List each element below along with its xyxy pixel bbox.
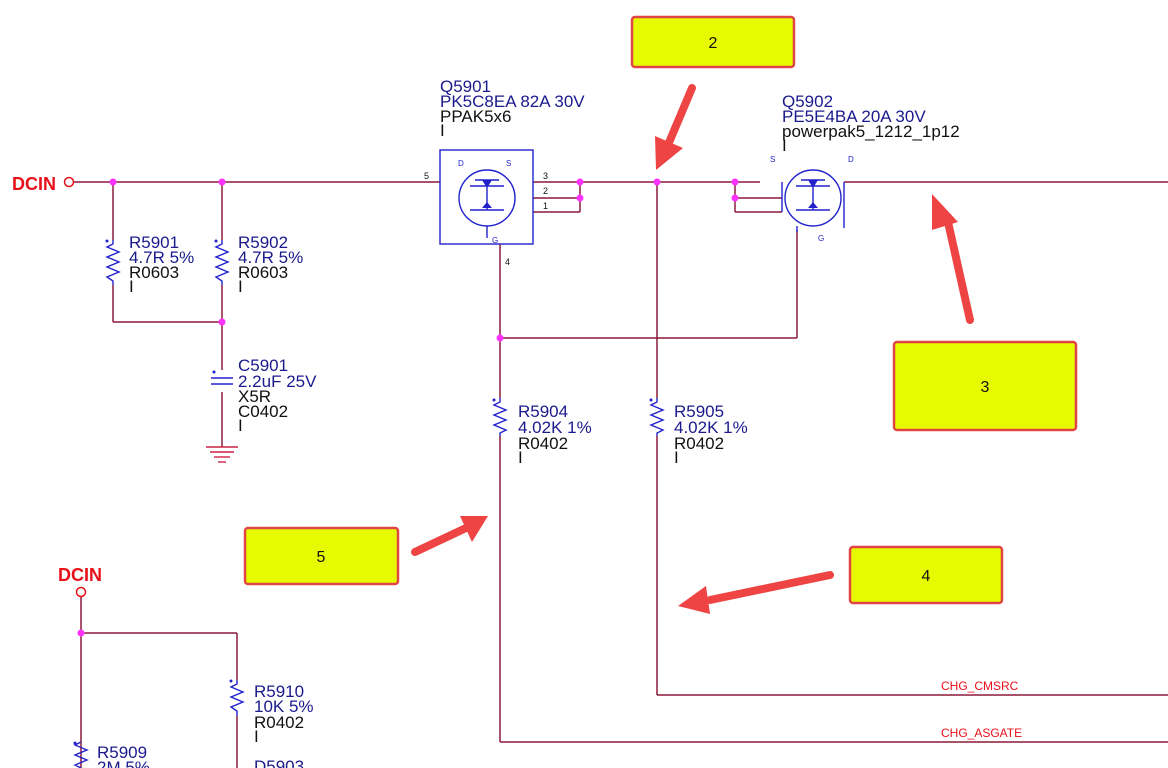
svg-text:4: 4	[505, 257, 510, 267]
wires	[74, 181, 1168, 768]
net-dcin-main: DCIN	[12, 174, 75, 194]
svg-text:C5901: C5901	[238, 356, 288, 375]
resistor-r5901: R5901 4.7R 5% R0603 I	[105, 233, 194, 296]
svg-text:I: I	[518, 448, 523, 467]
svg-text:D: D	[458, 159, 464, 168]
svg-text:4.02K 1%: 4.02K 1%	[674, 418, 748, 437]
callout-box-4: 4	[848, 545, 1004, 605]
junction-dot	[731, 178, 739, 186]
resistor-r5905: R5905 4.02K 1% R0402 I	[649, 398, 748, 467]
net-label-chg-asgate: CHG_ASGATE	[941, 726, 1022, 740]
svg-text:3: 3	[981, 379, 990, 396]
svg-text:X5R: X5R	[238, 387, 271, 406]
junction-dot	[576, 194, 584, 202]
svg-text:R0402: R0402	[518, 434, 568, 453]
mosfet-q5902: S D G Q5902 PE5E4BA 20A 30V powerpak5_12…	[770, 92, 960, 243]
svg-text:I: I	[674, 448, 679, 467]
svg-text:4.02K 1%: 4.02K 1%	[518, 418, 592, 437]
svg-text:S: S	[506, 159, 511, 168]
svg-text:PE5E4BA 20A 30V: PE5E4BA 20A 30V	[782, 107, 926, 126]
junction-dot	[731, 194, 739, 202]
svg-text:I: I	[129, 277, 134, 296]
svg-text:I: I	[238, 277, 243, 296]
resistor-r5909: R5909 2M 5%	[73, 741, 150, 768]
svg-text:2.2uF 25V: 2.2uF 25V	[238, 372, 317, 391]
net-dcin-lower: DCIN	[58, 565, 102, 598]
svg-text:3: 3	[543, 171, 548, 181]
junction-dot	[218, 178, 226, 186]
resistor-r5904: R5904 4.02K 1% R0402 I	[492, 398, 592, 467]
arrow-callout-4	[678, 571, 834, 614]
resistor-r5902: R5902 4.7R 5% R0603 I	[214, 233, 303, 296]
junction-dot	[496, 334, 504, 342]
svg-text:4: 4	[922, 568, 931, 585]
resistor-r5910: R5910 10K 5% R0402 I	[229, 679, 314, 746]
arrow-callout-5	[411, 516, 488, 556]
svg-text:PK5C8EA 82A 30V: PK5C8EA 82A 30V	[440, 92, 585, 111]
svg-text:2M 5%: 2M 5%	[97, 758, 150, 768]
svg-text:R0402: R0402	[674, 434, 724, 453]
arrow-callout-3	[932, 194, 974, 324]
junction-dot	[653, 178, 661, 186]
svg-text:S: S	[770, 155, 775, 164]
svg-text:I: I	[782, 136, 787, 155]
svg-text:D5903: D5903	[254, 757, 304, 768]
callout-box-5: 5	[243, 526, 400, 586]
svg-text:G: G	[492, 236, 498, 245]
svg-text:R0603: R0603	[238, 263, 288, 282]
callout-box-2: 2	[630, 15, 796, 69]
svg-text:4.7R 5%: 4.7R 5%	[129, 248, 194, 267]
svg-text:R5905: R5905	[674, 402, 724, 421]
svg-text:G: G	[818, 234, 824, 243]
junction-dot	[77, 629, 85, 637]
net-label-chg-cmsrc: CHG_CMSRC	[941, 679, 1019, 693]
diode-d5903: D5903	[254, 757, 304, 768]
svg-text:R5904: R5904	[518, 402, 568, 421]
svg-text:R5910: R5910	[254, 682, 304, 701]
capacitor-c5901: C5901 2.2uF 25V X5R C0402 I	[211, 356, 317, 435]
svg-text:5: 5	[424, 171, 429, 181]
svg-text:D: D	[848, 155, 854, 164]
svg-text:I: I	[440, 121, 445, 140]
svg-text:PPAK5x6: PPAK5x6	[440, 107, 512, 126]
svg-text:I: I	[238, 416, 243, 435]
svg-text:5: 5	[317, 549, 326, 566]
svg-text:R5901: R5901	[129, 233, 179, 252]
svg-text:R0402: R0402	[254, 713, 304, 732]
svg-text:2: 2	[543, 186, 548, 196]
junction-dot	[218, 318, 226, 326]
svg-text:10K 5%: 10K 5%	[254, 697, 314, 716]
svg-text:DCIN: DCIN	[58, 565, 102, 585]
svg-text:R5909: R5909	[97, 743, 147, 762]
ground-symbol	[206, 446, 238, 463]
mosfet-q5901: D S G 5 3 2 1 4 Q5901 PK5C8EA 82A 30V PP…	[424, 77, 585, 267]
svg-text:R0603: R0603	[129, 263, 179, 282]
svg-text:2: 2	[709, 35, 718, 52]
svg-text:DCIN: DCIN	[12, 174, 56, 194]
junction-dot	[109, 178, 117, 186]
svg-text:I: I	[254, 727, 259, 746]
svg-text:4.7R 5%: 4.7R 5%	[238, 248, 303, 267]
svg-text:C0402: C0402	[238, 402, 288, 421]
svg-text:R5902: R5902	[238, 233, 288, 252]
junctions	[77, 178, 739, 637]
svg-text:Q5902: Q5902	[782, 92, 833, 111]
svg-text:1: 1	[543, 201, 548, 211]
junction-dot	[576, 178, 584, 186]
callout-box-3: 3	[892, 340, 1078, 432]
svg-text:Q5901: Q5901	[440, 77, 491, 96]
arrow-callout-2	[655, 84, 696, 170]
svg-text:powerpak5_1212_1p12: powerpak5_1212_1p12	[782, 122, 960, 141]
